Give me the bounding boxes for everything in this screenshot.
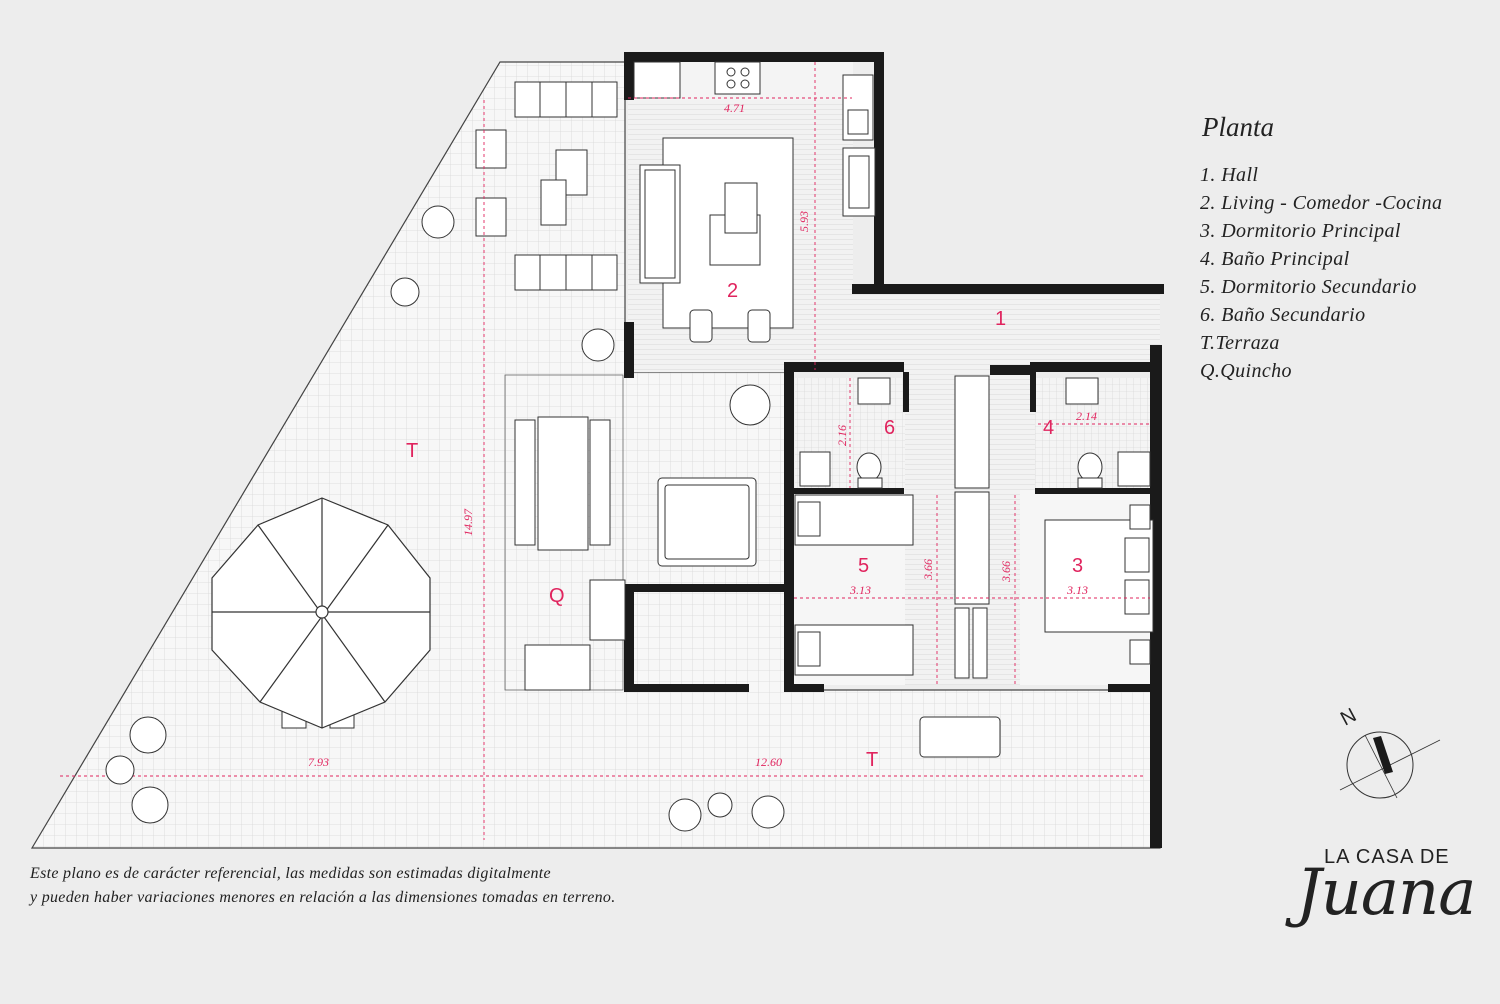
brand-script-text: Juana	[1296, 856, 1476, 930]
room-label-terrace-bottom: T	[866, 749, 878, 771]
bedroom5-furniture	[794, 494, 914, 676]
terrace-furniture	[475, 81, 618, 291]
hall-floor	[820, 292, 1160, 372]
disclaimer-line: y pueden haber variaciones menores en re…	[30, 889, 616, 906]
room-label-master-bedroom: 3	[1072, 555, 1083, 577]
room-label-living: 2	[727, 280, 738, 302]
plants	[105, 205, 785, 832]
compass-icon: N	[1337, 704, 1441, 799]
kitchen-counter	[633, 61, 876, 217]
closets	[954, 375, 990, 679]
brand-logo: LA CASA DE Juana	[1268, 846, 1488, 996]
legend-title: Planta	[1202, 112, 1274, 142]
legend-item: T.Terraza	[1200, 332, 1280, 354]
dim-terrace-width-left: 7.93	[308, 755, 329, 769]
disclaimer: Este plano es de carácter referencial, l…	[30, 862, 616, 910]
legend-item: 5. Dormitorio Secundario	[1200, 276, 1417, 298]
room-label-second-bedroom: 5	[858, 555, 869, 577]
dim-terrace-depth: 14.97	[461, 508, 475, 536]
legend-list: 1. Hall 2. Living - Comedor -Cocina 3. D…	[1200, 161, 1442, 385]
quincho-furniture	[514, 416, 757, 691]
bedroom3-furniture	[1044, 504, 1154, 665]
storage-room	[628, 585, 783, 690]
dim-bath4-width: 2.14	[1076, 409, 1097, 423]
dim-bed3-depth: 3.66	[999, 561, 1013, 583]
legend-item: 4. Baño Principal	[1200, 248, 1350, 270]
umbrella	[211, 497, 431, 729]
legend-item: 6. Baño Secundario	[1200, 304, 1366, 326]
room-label-second-bath: 6	[884, 417, 895, 439]
room-label-hall: 1	[995, 308, 1006, 330]
dim-living-depth: 5.93	[797, 211, 811, 232]
dim-bed5-depth: 3.66	[921, 559, 935, 581]
dim-terrace-width-total: 12.60	[755, 755, 782, 769]
room-label-master-bath: 4	[1043, 417, 1054, 439]
legend-item: 1. Hall	[1200, 164, 1259, 186]
dimension-lines	[60, 62, 1150, 840]
room-label-quincho: Q	[549, 585, 565, 607]
dim-bed5-width: 3.13	[849, 583, 871, 597]
legend-item: 2. Living - Comedor -Cocina	[1200, 192, 1443, 214]
dim-bed3-width: 3.13	[1066, 583, 1088, 597]
room-label-terrace-top: T	[406, 440, 418, 462]
legend-item: 3. Dormitorio Principal	[1200, 220, 1401, 242]
dim-living-width: 4.71	[724, 101, 745, 115]
dim-bath6-depth: 2.16	[835, 425, 849, 446]
walls	[624, 52, 1164, 848]
brand-top-text: LA CASA DE	[1324, 846, 1450, 868]
compass-north-label: N	[1337, 704, 1360, 730]
bath-fixtures	[799, 377, 1151, 489]
living-furniture	[639, 137, 794, 343]
disclaimer-line: Este plano es de carácter referencial, l…	[30, 865, 551, 882]
legend-item: Q.Quincho	[1200, 360, 1292, 382]
legend: Planta 1. Hall 2. Living - Comedor -Coci…	[1200, 112, 1442, 385]
